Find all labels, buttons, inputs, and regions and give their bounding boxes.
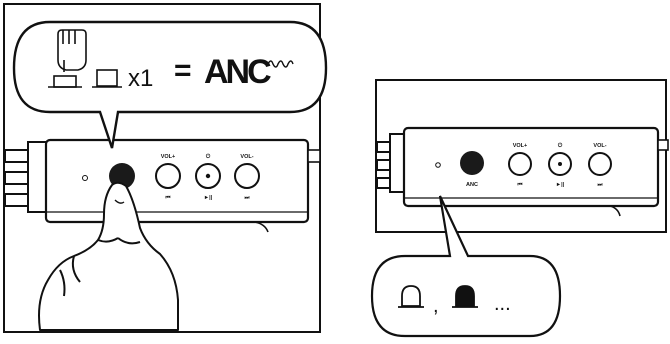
next-label: ⏭ [598, 182, 603, 188]
right-panel: ANC VOL+ ⏮ ⏻ ►|| VOL- ⏭ , ... [370, 79, 669, 338]
indicator-ellipsis: ... [494, 293, 511, 315]
left-callout: x1 = ANC [12, 20, 328, 149]
noise-wave-icon [267, 60, 294, 68]
status-led [435, 162, 441, 168]
led-off-icon [398, 285, 424, 308]
callout-bubble [12, 20, 328, 149]
left-remote: VOL+ ⏮ ⏻ ►|| VOL- ⏭ [44, 138, 321, 233]
vol-minus-button[interactable] [234, 163, 260, 189]
hand-press-icon [38, 181, 179, 331]
vol-minus-button[interactable] [588, 152, 612, 176]
power-label: ⏻ [558, 142, 563, 149]
play-pause-label: ►|| [204, 195, 213, 201]
prev-label: ⏮ [166, 195, 171, 201]
press-count: x1 [128, 65, 153, 92]
vol-plus-button[interactable] [155, 163, 181, 189]
finger-press-icon [57, 29, 87, 72]
power-label: ⏻ [206, 153, 211, 160]
button-released-icon [96, 69, 118, 87]
button-pressed-icon [53, 75, 77, 88]
anc-mode-label: ANC [204, 53, 271, 91]
anc-label: ANC [466, 182, 478, 188]
right-remote: ANC VOL+ ⏮ ⏻ ►|| VOL- ⏭ [402, 126, 669, 217]
vol-minus-label: VOL- [593, 143, 606, 149]
indicator-callout: , ... [370, 195, 562, 338]
left-panel: VOL+ ⏮ ⏻ ►|| VOL- ⏭ [3, 3, 328, 333]
indicator-separator: , [433, 295, 439, 317]
vol-plus-label: VOL+ [513, 143, 528, 149]
vol-plus-label: VOL+ [161, 154, 176, 160]
remote-clip [570, 205, 621, 217]
status-led [82, 175, 88, 181]
led-on-icon [452, 285, 478, 308]
remote-clip [195, 221, 269, 233]
vol-minus-label: VOL- [240, 154, 253, 160]
next-label: ⏭ [245, 195, 250, 201]
prev-label: ⏮ [518, 182, 523, 188]
vol-plus-button[interactable] [508, 152, 532, 176]
equals-sign: = [174, 54, 192, 87]
left-cable [4, 141, 49, 213]
anc-button[interactable] [460, 151, 484, 175]
right-cable [376, 133, 406, 193]
play-pause-label: ►|| [556, 182, 565, 188]
